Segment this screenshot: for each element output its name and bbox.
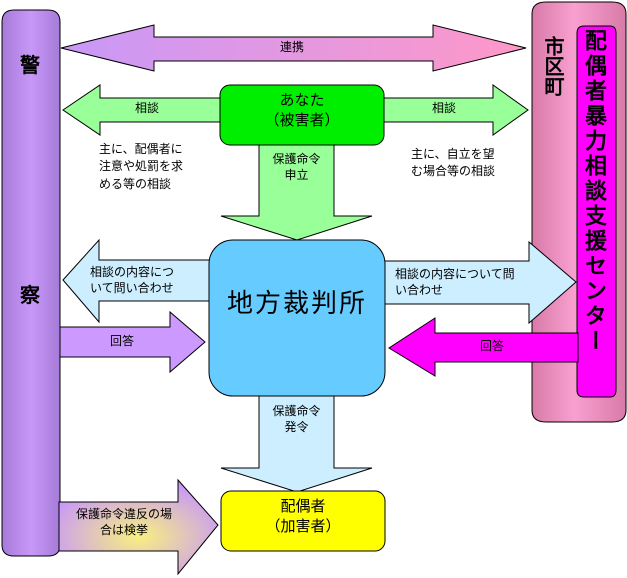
- support-center-box: [576, 25, 617, 398]
- consult-center-label: 相談: [432, 101, 457, 115]
- petition-arrow: [220, 143, 373, 241]
- note-police: 主に、配偶者に 注意や処罰を求 める等の相談: [99, 142, 184, 191]
- answer-police-arrow: [59, 310, 206, 374]
- note-center: 主に、自立を望 む場合等の相談: [411, 147, 496, 179]
- answer-police-label: 回答: [110, 334, 135, 348]
- consult-police-label: 相談: [135, 101, 160, 115]
- court-inquiry-center-arrow: [382, 240, 577, 325]
- answer-center-arrow: [388, 317, 579, 377]
- municipality-label: 市区町: [541, 36, 565, 96]
- police-label-top: 警: [20, 53, 40, 77]
- order-issued-label: 保護命令 発令: [272, 404, 321, 434]
- consult-center-arrow: [382, 84, 529, 136]
- cooperation-label: 連携: [280, 40, 305, 54]
- cooperation-arrow: [60, 24, 527, 72]
- arrest-label: 保護命令違反の場 合は検挙: [75, 507, 172, 537]
- court-inquiry-police-label: 相談の内容につ いて問い合わせ: [90, 265, 175, 295]
- victim-label: あなた （被害者）: [264, 91, 340, 129]
- police-label-bottom: 察: [20, 283, 40, 307]
- petition-label: 保護命令 申立: [272, 152, 321, 182]
- arrest-arrow: [58, 478, 219, 576]
- support-center-label: 配偶者暴力相談支援センター: [581, 29, 606, 354]
- court-inquiry-center-label: 相談の内容について問 い合わせ: [395, 267, 515, 297]
- answer-center-label: 回答: [480, 339, 505, 353]
- order-issued-arrow: [220, 395, 373, 493]
- spouse-box: [220, 490, 386, 552]
- court-label: 地方裁判所: [226, 289, 367, 319]
- victim-box: [219, 84, 385, 146]
- spouse-label: 配偶者 （加害者）: [265, 497, 341, 535]
